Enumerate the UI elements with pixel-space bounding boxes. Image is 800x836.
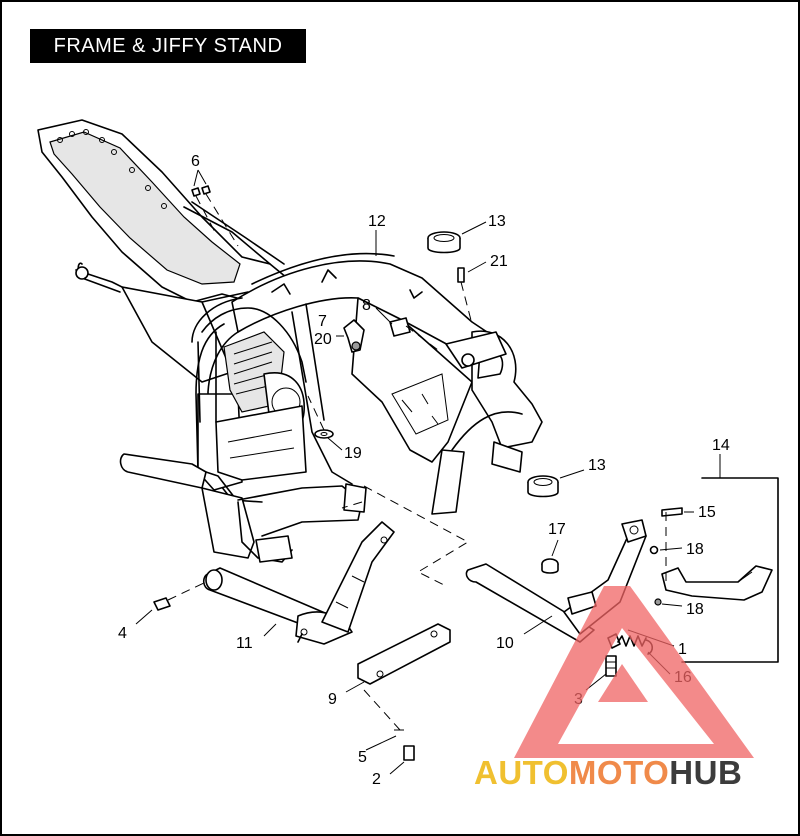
callout-1: 1 <box>678 641 687 658</box>
callout-8: 8 <box>362 297 371 314</box>
callout-5: 5 <box>358 749 367 766</box>
rear-frame-section <box>37 119 293 383</box>
callout-4: 4 <box>118 625 127 642</box>
stud <box>457 267 473 325</box>
spring <box>607 633 654 655</box>
watermark-part-moto: MOTO <box>568 754 670 791</box>
watermark-part-auto: AUTO <box>474 754 569 791</box>
pivot-bolt <box>605 655 617 677</box>
callout-11: 11 <box>236 635 253 652</box>
diagram-title: FRAME & JIFFY STAND <box>30 29 306 63</box>
lower-crossmember <box>202 521 395 645</box>
plug <box>389 317 439 351</box>
washer <box>307 395 334 439</box>
callout-21: 21 <box>490 253 508 270</box>
bolt-4 <box>153 581 207 611</box>
callout-18-lower: 18 <box>686 601 704 618</box>
callout-3: 3 <box>574 691 583 708</box>
screw-and-washer <box>363 689 415 761</box>
watermark-text: AUTOMOTOHUB <box>474 754 742 792</box>
callout-20: 20 <box>314 331 332 348</box>
steering-head <box>445 331 507 369</box>
callout-13-upper: 13 <box>488 213 506 230</box>
callout-10: 10 <box>496 635 514 652</box>
callout-19: 19 <box>344 445 362 462</box>
callout-16: 16 <box>674 669 692 686</box>
bracket-clip <box>343 319 365 353</box>
callout-15: 15 <box>698 504 716 521</box>
stand-bracket <box>357 623 451 685</box>
bearing-cup-upper <box>427 231 461 254</box>
callout-12: 12 <box>368 213 386 230</box>
callout-2: 2 <box>372 771 381 788</box>
bearing-cup-lower <box>527 475 559 498</box>
fasteners-6 <box>191 185 239 247</box>
callouts: 6 12 13 21 8 7 20 19 13 14 15 17 18 18 4… <box>118 153 730 788</box>
callout-7: 7 <box>318 313 327 330</box>
callout-17: 17 <box>548 521 566 538</box>
bumper <box>541 558 559 574</box>
jiffy-stand-leg <box>465 519 647 643</box>
callout-14: 14 <box>712 437 730 454</box>
callout-13-lower: 13 <box>588 457 606 474</box>
watermark-part-hub: HUB <box>669 754 743 791</box>
callout-6: 6 <box>191 153 200 170</box>
callout-18-upper: 18 <box>686 541 704 558</box>
assembly-guides <box>341 485 470 587</box>
callout-9: 9 <box>328 691 337 708</box>
main-frame <box>119 252 543 559</box>
front-downtubes <box>191 297 307 563</box>
